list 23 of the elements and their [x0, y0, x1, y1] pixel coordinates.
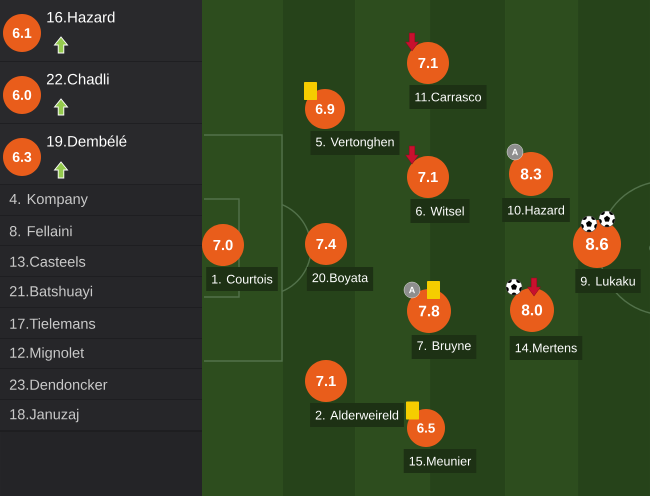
- name-label: 11.Carrasco: [409, 85, 487, 109]
- captain-badge: A: [404, 282, 420, 298]
- name-label: 10.Hazard: [502, 198, 570, 222]
- node-label: 8. Fellaini: [10, 226, 72, 236]
- node-label: 22.Chadli: [46, 73, 109, 85]
- node-label: 21.Batshuayi: [10, 286, 92, 300]
- name-label: 9. Lukaku: [575, 269, 641, 293]
- name-label: 7. Bruyne: [412, 335, 476, 359]
- node-label: 13.Casteels: [10, 256, 86, 267]
- node-label: 18.Januzaj: [10, 408, 78, 422]
- node-label: 17.Tielemans: [10, 318, 96, 329]
- name-label: 14.Mertens: [510, 336, 582, 360]
- name-label: 1. Courtois: [206, 267, 278, 291]
- name-label: 5. Vertonghen: [310, 131, 400, 155]
- name-label: 20.Boyata: [306, 267, 374, 291]
- name-label: 2. Alderweireld: [310, 403, 404, 427]
- captain-badge: A: [506, 144, 524, 160]
- node-label: 12.Mignolet: [10, 347, 84, 361]
- node-label: 23.Dendoncker: [10, 379, 108, 390]
- node-label: 4. Kompany: [10, 194, 88, 207]
- name-label: 6. Witsel: [410, 199, 470, 223]
- name-label: 15.Meunier: [404, 449, 476, 473]
- node-label: 19.Dembélé: [47, 135, 126, 147]
